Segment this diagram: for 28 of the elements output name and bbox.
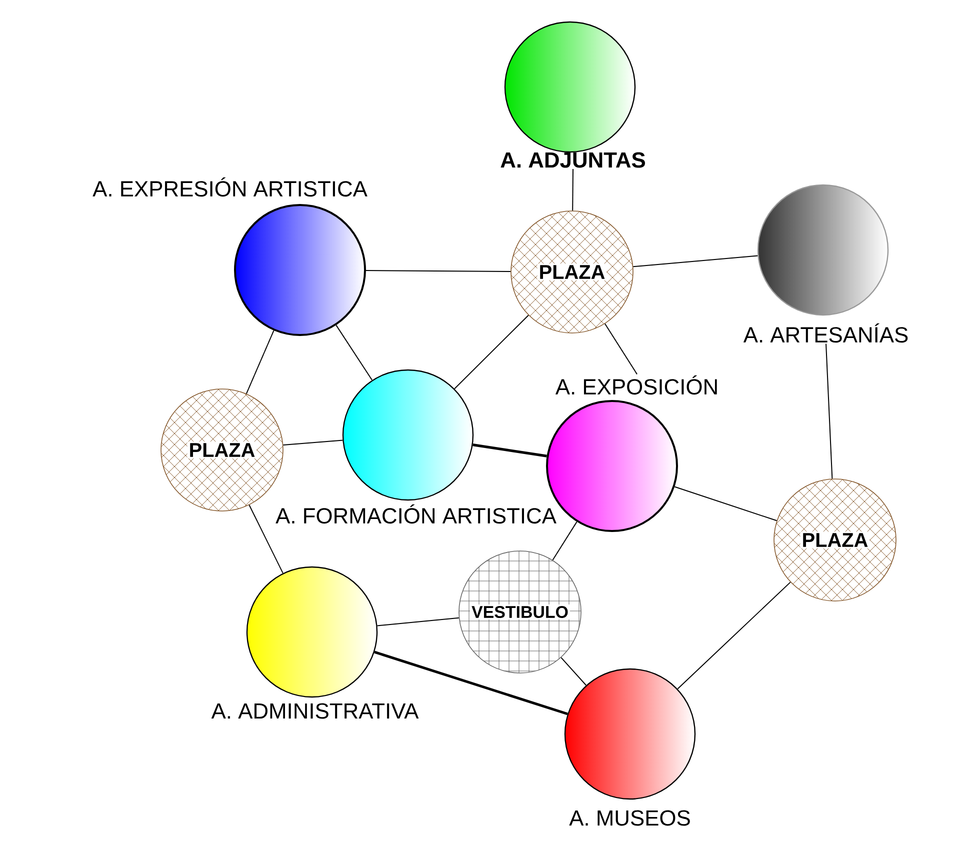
connector-line — [604, 323, 638, 375]
connector-line — [454, 314, 529, 390]
connector-line — [374, 650, 568, 716]
connector-line — [826, 343, 833, 480]
area-label: PLAZA — [187, 442, 257, 458]
area-label: A. ARTESANÍAS — [743, 323, 908, 343]
area-label: PLAZA — [800, 532, 870, 548]
connector-line — [560, 657, 587, 686]
connector-line — [677, 582, 791, 690]
area-label: A. EXPOSICIÓN — [555, 375, 717, 395]
area-label: PLAZA — [537, 264, 607, 280]
connector-line — [572, 168, 574, 212]
connector-line — [376, 617, 460, 626]
area-label: A. MUSEOS — [569, 810, 690, 826]
connector-line — [248, 504, 284, 574]
connector-line — [336, 324, 373, 381]
area-label: A. ADJUNTAS — [500, 152, 645, 168]
connector-line — [366, 270, 512, 272]
area-label: A. EXPRESIÓN ARTISTICA — [92, 177, 368, 197]
area-label: A. FORMACIÓN ARTISTICA — [276, 504, 556, 524]
connector-line — [552, 521, 578, 561]
connector-line — [632, 255, 758, 268]
area-label: A. ADMINISTRATIVA — [211, 703, 419, 719]
area-label: VESTIBULO — [470, 604, 570, 620]
connector-line — [674, 486, 778, 522]
connector-line — [472, 444, 547, 458]
connector-line — [246, 330, 274, 394]
connector-line — [282, 440, 344, 446]
